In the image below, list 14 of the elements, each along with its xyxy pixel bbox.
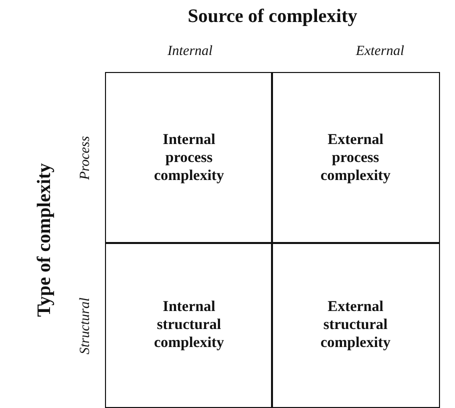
column-label: Internal bbox=[167, 44, 213, 60]
matrix-cell bbox=[271, 242, 440, 408]
row-label: Process bbox=[78, 136, 94, 180]
matrix-cell bbox=[271, 72, 440, 244]
cell-text: External structural complexity bbox=[320, 298, 392, 352]
row-label: Structural bbox=[78, 298, 94, 354]
column-label: External bbox=[356, 44, 404, 60]
cell-text: Internal structural complexity bbox=[153, 298, 225, 352]
matrix-cell bbox=[105, 72, 273, 244]
axis-title: Source of complexity bbox=[186, 6, 358, 28]
cell-text: External process complexity bbox=[320, 131, 392, 185]
cell-text: Internal process complexity bbox=[153, 131, 225, 185]
axis-title: Type of complexity bbox=[34, 163, 56, 317]
matrix-cell bbox=[105, 242, 273, 408]
